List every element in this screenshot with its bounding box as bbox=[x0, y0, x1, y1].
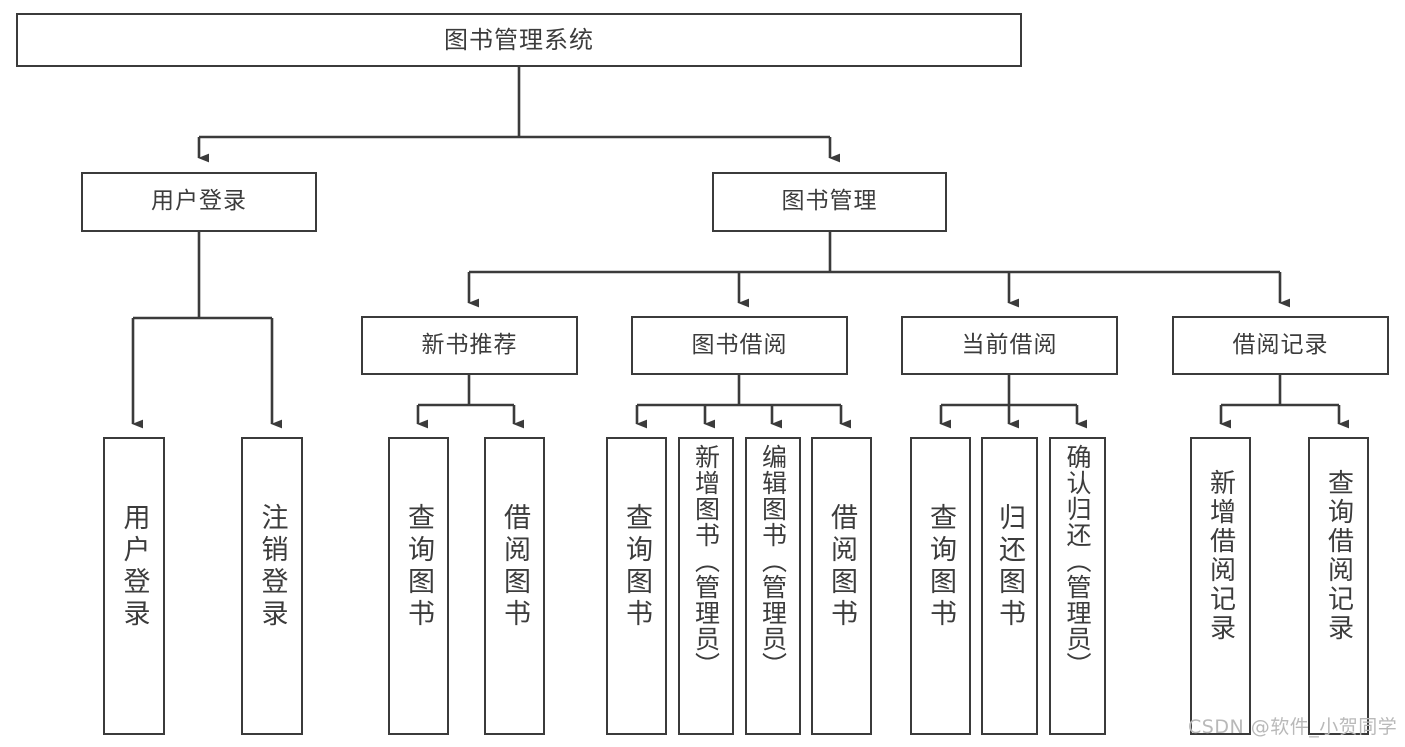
leaf-edit-book-admin[interactable]: 编辑图书（管理员） bbox=[745, 437, 801, 735]
node-user-login[interactable]: 用户登录 bbox=[81, 172, 317, 232]
node-label: 新书推荐 bbox=[421, 331, 518, 358]
node-label: 查询图书 bbox=[621, 503, 652, 631]
leaf-borrow-book[interactable]: 借阅图书 bbox=[811, 437, 872, 735]
node-label: 新增图书（管理员） bbox=[691, 444, 721, 678]
node-label: 借阅图书 bbox=[826, 503, 857, 631]
leaf-add-book-admin[interactable]: 新增图书（管理员） bbox=[678, 437, 734, 735]
node-label: 借阅图书 bbox=[499, 503, 530, 631]
node-label: 注销登录 bbox=[256, 503, 288, 631]
node-label: 新增借阅记录 bbox=[1205, 469, 1236, 643]
leaf-user-login[interactable]: 用户登录 bbox=[103, 437, 165, 735]
node-label: 用户登录 bbox=[118, 503, 150, 631]
node-label: 当前借阅 bbox=[961, 331, 1058, 358]
csdn-watermark: CSDN @软件_小贺同学 bbox=[1188, 716, 1398, 738]
node-root-system[interactable]: 图书管理系统 bbox=[16, 13, 1022, 67]
node-label: 用户登录 bbox=[151, 188, 247, 215]
node-label: 图书管理 bbox=[781, 188, 878, 215]
node-label: 查询图书 bbox=[403, 503, 434, 631]
node-label: 图书管理系统 bbox=[444, 25, 594, 54]
node-label: 借阅记录 bbox=[1232, 331, 1329, 358]
node-label: 编辑图书（管理员） bbox=[758, 444, 788, 678]
node-label: 查询借阅记录 bbox=[1323, 469, 1354, 643]
node-book-borrow[interactable]: 图书借阅 bbox=[631, 316, 848, 375]
node-borrow-record[interactable]: 借阅记录 bbox=[1172, 316, 1389, 375]
leaf-query-book-current[interactable]: 查询图书 bbox=[910, 437, 971, 735]
node-label: 图书借阅 bbox=[691, 331, 788, 358]
node-current-borrow[interactable]: 当前借阅 bbox=[901, 316, 1118, 375]
node-label: 确认归还（管理员） bbox=[1063, 444, 1092, 678]
node-label: 归还图书 bbox=[994, 503, 1025, 631]
node-new-book-recommend[interactable]: 新书推荐 bbox=[361, 316, 578, 375]
leaf-query-book-new[interactable]: 查询图书 bbox=[388, 437, 449, 735]
leaf-add-borrow-record[interactable]: 新增借阅记录 bbox=[1190, 437, 1251, 735]
leaf-borrow-book-new[interactable]: 借阅图书 bbox=[484, 437, 545, 735]
node-book-management[interactable]: 图书管理 bbox=[712, 172, 947, 232]
leaf-return-book[interactable]: 归还图书 bbox=[981, 437, 1038, 735]
leaf-query-book-borrow[interactable]: 查询图书 bbox=[606, 437, 667, 735]
node-label: 查询图书 bbox=[925, 503, 956, 631]
leaf-confirm-return-admin[interactable]: 确认归还（管理员） bbox=[1049, 437, 1106, 735]
leaf-query-borrow-record[interactable]: 查询借阅记录 bbox=[1308, 437, 1369, 735]
leaf-logout[interactable]: 注销登录 bbox=[241, 437, 303, 735]
